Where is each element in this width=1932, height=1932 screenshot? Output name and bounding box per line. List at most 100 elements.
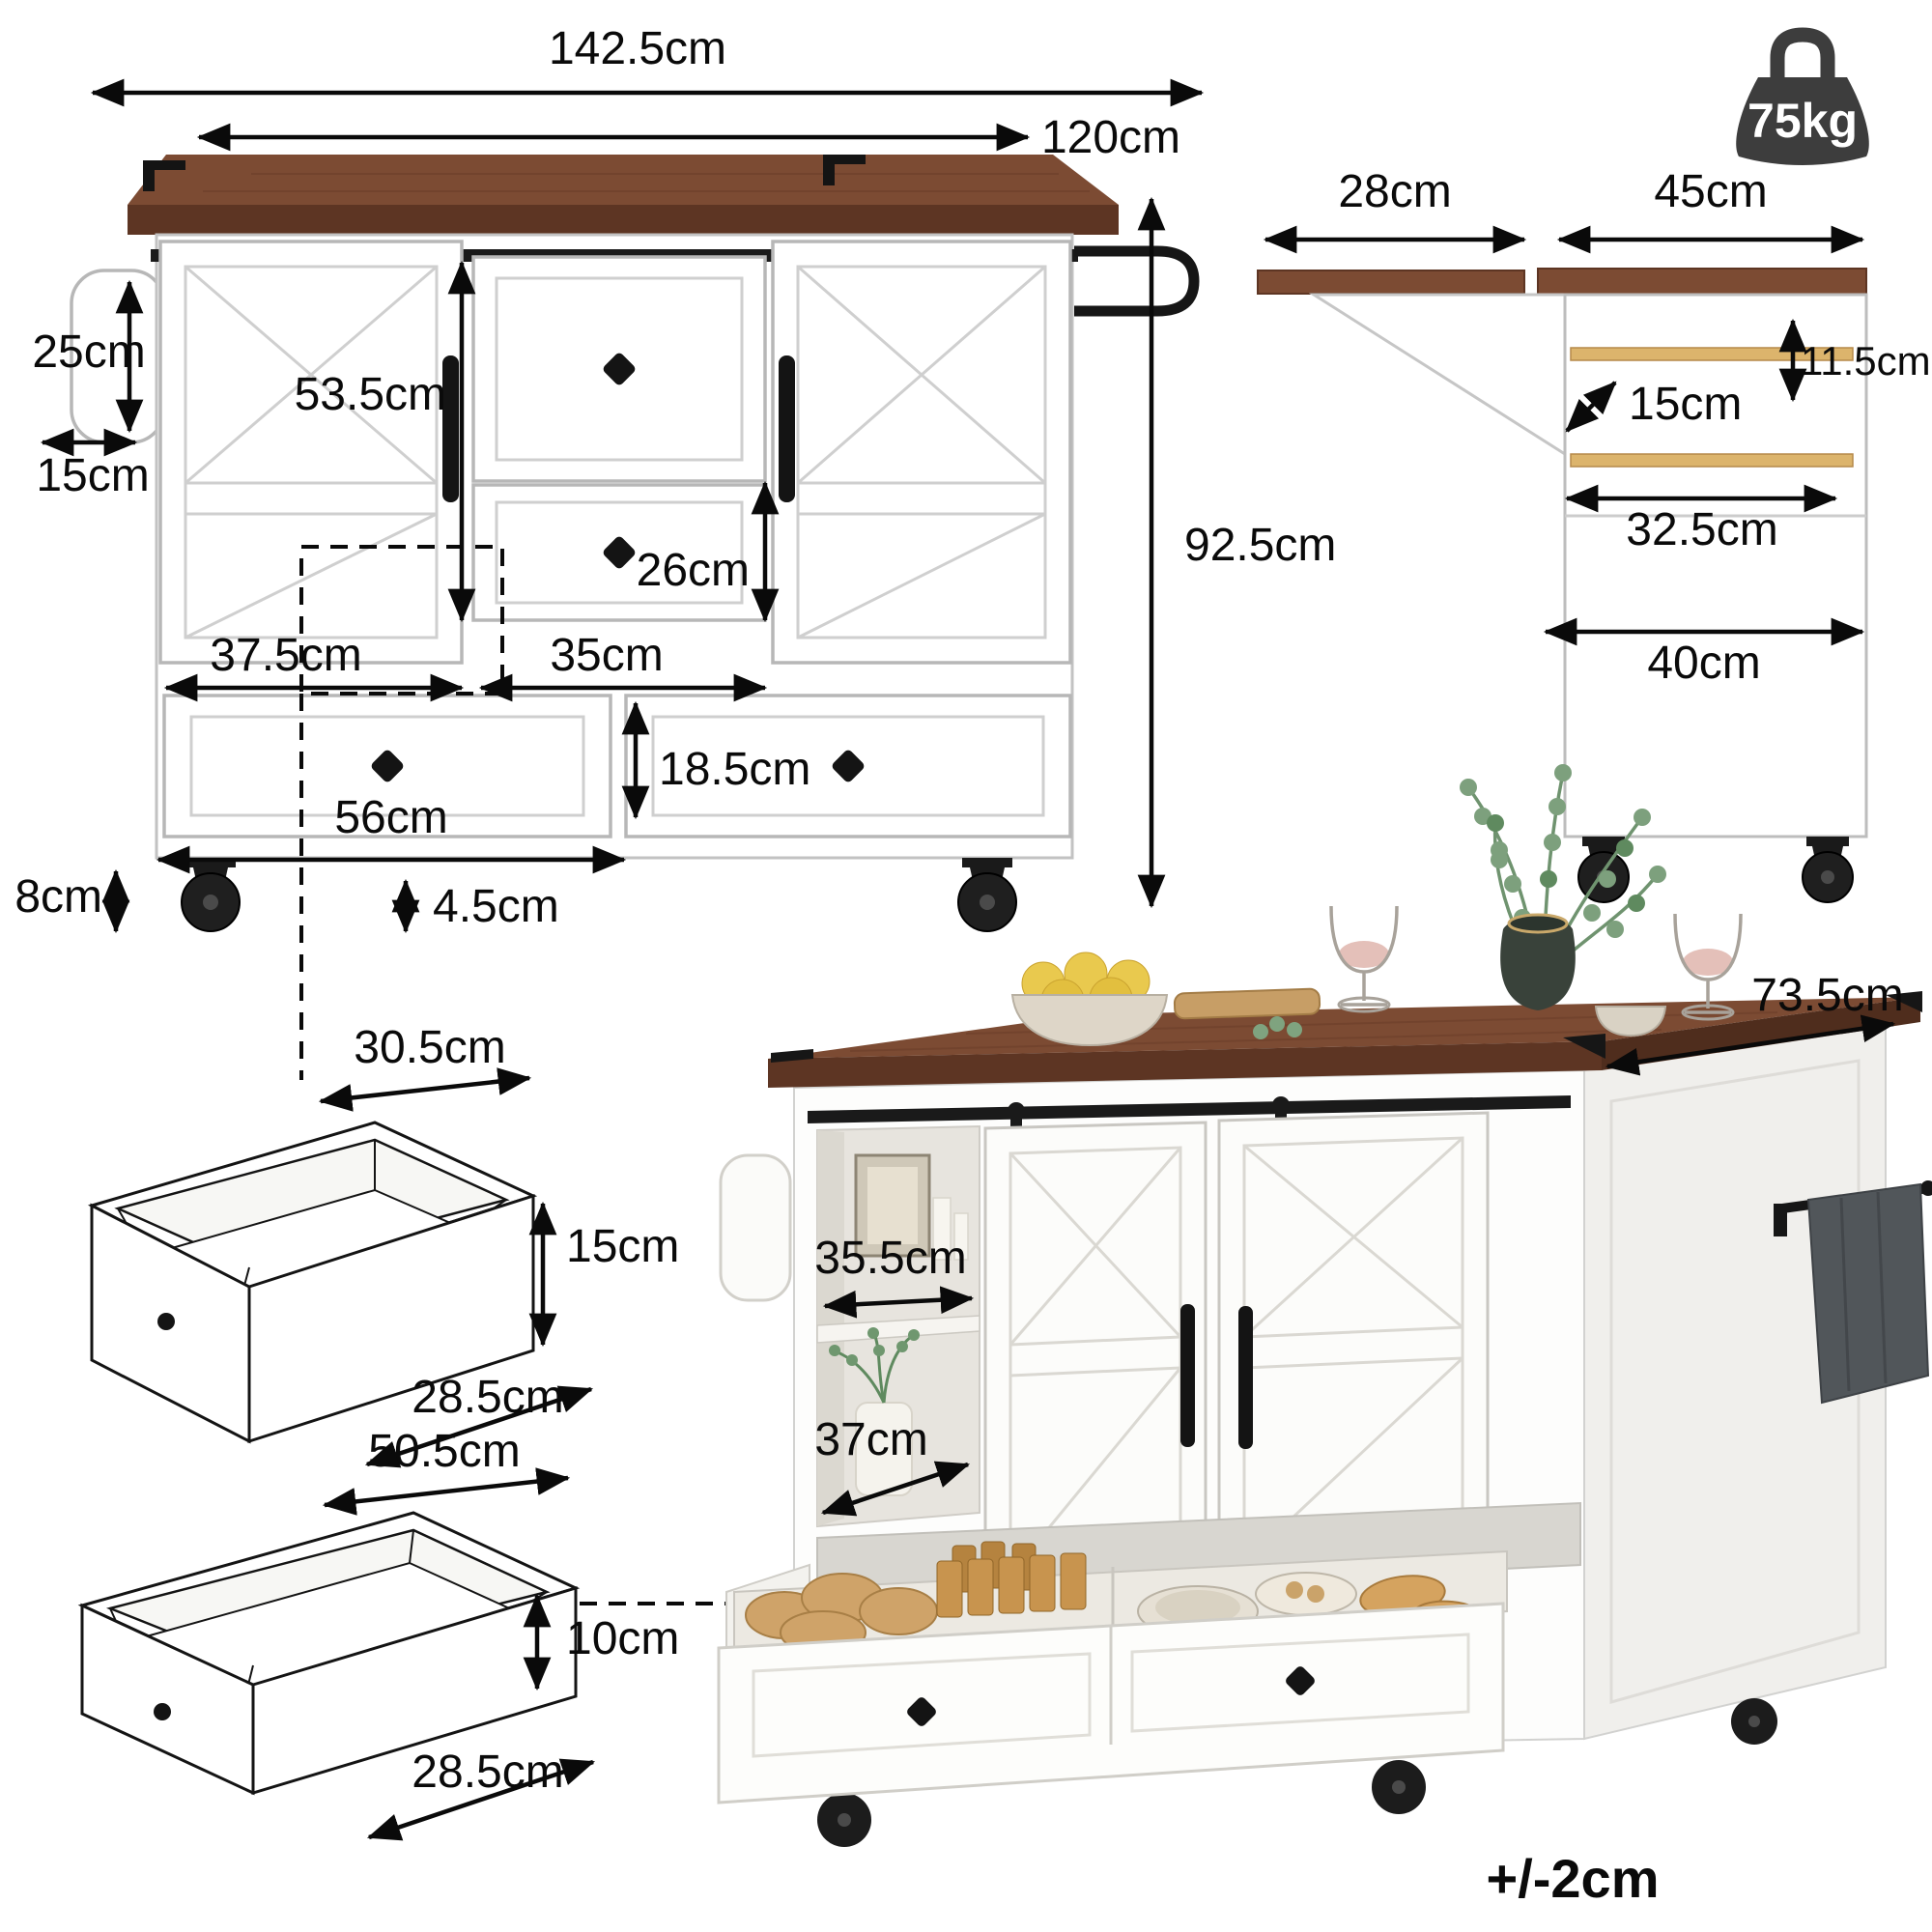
- cutting-board: [1173, 987, 1321, 1020]
- dim-rack-height: 11.5cm: [1801, 338, 1931, 384]
- open-drawer: [717, 1541, 1508, 1804]
- large-drawer-diagram: 50.5cm 10cm 28.5cm: [77, 1426, 679, 1841]
- bottom-drawer-right: [624, 694, 1072, 838]
- barn-door-left: [158, 240, 464, 665]
- drawer-side-face: [247, 1193, 535, 1444]
- weight-body: [1736, 77, 1869, 165]
- dim-holder-depth: 15cm: [36, 450, 149, 501]
- drawer-knob-hole: [157, 1313, 175, 1330]
- picture-art: [867, 1167, 918, 1244]
- drop-leaf: [1257, 270, 1525, 295]
- dim-sd-height: 15cm: [566, 1221, 679, 1272]
- countertop-grain: [203, 173, 1090, 192]
- countertop-front-edge: [128, 205, 1119, 235]
- small-drawer-diagram: 30.5cm 15cm 28.5cm: [87, 1022, 679, 1468]
- dim-door-height: 53.5cm: [295, 369, 446, 420]
- dim-shelf-depth: 32.5cm: [1626, 504, 1777, 555]
- island-caster-left: [817, 1793, 871, 1847]
- side-caster-right: [1802, 837, 1854, 903]
- weight-capacity-label: 75kg: [1747, 94, 1858, 148]
- corner-bracket-front: [1563, 1034, 1605, 1059]
- drawer-knob: [603, 353, 636, 385]
- towel-fold: [1839, 1197, 1851, 1392]
- callout-connectors: [299, 545, 744, 1605]
- countertop-front-edge: [768, 1041, 1602, 1088]
- dim-top-depth: 45cm: [1654, 166, 1767, 217]
- dim-line-rack-depth: [1565, 381, 1617, 433]
- middle-bottom-drawer: [471, 483, 767, 622]
- dim-overall-width: 142.5cm: [549, 23, 726, 74]
- weight-capacity-badge: 75kg: [1736, 27, 1869, 165]
- side-countertop: [1537, 268, 1867, 296]
- caster-right: [957, 858, 1017, 932]
- tolerance-note: +/-2cm: [1487, 1848, 1660, 1909]
- island-caster-right: [1731, 1698, 1777, 1745]
- dim-line-sd-width: [318, 1067, 532, 1112]
- drawer-knob: [1286, 1666, 1315, 1695]
- barn-door-right: [1217, 1111, 1490, 1592]
- wine-glass-left: [1329, 905, 1399, 1013]
- corner-bracket-left: [771, 1049, 813, 1063]
- fern-leaves: [829, 1327, 920, 1366]
- countertop-surface: [128, 155, 1119, 205]
- towel-fold: [1876, 1191, 1888, 1384]
- towel-bar-assembly: [1774, 1180, 1932, 1405]
- dim-bottom-drawer-width: 56cm: [334, 792, 447, 843]
- drawer-front-frame-right: [1130, 1633, 1470, 1733]
- front-view: 142.5cm 120cm 92.5cm 25cm 15cm 53.5cm 26…: [14, 23, 1336, 934]
- eucalyptus-leaves: [1460, 764, 1666, 938]
- towel-bar-cap: [1920, 1180, 1932, 1196]
- drawer-knob: [603, 536, 636, 569]
- island-photo-view: 73.5cm 35.5cm 37cm: [717, 764, 1932, 1847]
- corner-bracket-right: [823, 155, 866, 185]
- drawer-side-face: [251, 1585, 578, 1796]
- callout-rect: [299, 545, 504, 696]
- dim-sd-width: 30.5cm: [354, 1022, 505, 1073]
- towel-bar: [1074, 245, 1200, 317]
- dim-line-ld-width: [322, 1467, 571, 1516]
- dim-middle-width: 35cm: [550, 630, 663, 681]
- barn-door-rail: [808, 1095, 1571, 1123]
- dim-leaf-depth: 28cm: [1338, 166, 1451, 217]
- wine-glass-right: [1673, 913, 1743, 1021]
- dim-line-shelf-width: [822, 1286, 975, 1319]
- corner-bracket-back: [1886, 991, 1922, 1012]
- corner-bracket-left: [143, 160, 185, 191]
- dim-shelf-depth: 37cm: [814, 1414, 927, 1465]
- bottom-drawer-left: [162, 694, 612, 838]
- drawer-knob-hole: [154, 1703, 171, 1720]
- door-handle: [1238, 1306, 1253, 1449]
- island-caster-middle: [1372, 1760, 1426, 1814]
- dim-mid-drawer-height: 26cm: [637, 545, 750, 596]
- dim-ground-clearance: 4.5cm: [433, 881, 559, 932]
- drawer-knob: [832, 750, 865, 782]
- dim-rack-depth: 15cm: [1629, 379, 1742, 430]
- drawer-front-frame-left: [752, 1652, 1092, 1758]
- dim-line-ld-depth: [366, 1758, 596, 1841]
- dim-ld-height: 10cm: [566, 1613, 679, 1664]
- drawer-knob: [907, 1697, 936, 1726]
- dim-ld-width: 50.5cm: [368, 1426, 520, 1477]
- door-handle: [1180, 1304, 1195, 1447]
- dim-ld-depth: 28.5cm: [412, 1747, 563, 1798]
- middle-top-drawer: [471, 255, 767, 483]
- dim-door-width: 37.5cm: [210, 630, 361, 681]
- lemon-bowl: [1010, 952, 1169, 1047]
- dim-overall-height: 92.5cm: [1184, 520, 1336, 571]
- side-view: 28cm 45cm 11.5cm 15cm 32.5cm 40cm: [1257, 166, 1931, 903]
- caster-left: [181, 858, 241, 932]
- shelf-board: [816, 1315, 980, 1344]
- dim-line-shelf-depth: [820, 1461, 971, 1517]
- dim-countertop-width: 120cm: [1041, 112, 1180, 163]
- barn-door-right: [771, 240, 1072, 665]
- weight-handle: [1770, 27, 1835, 79]
- door-handle-right: [779, 355, 795, 502]
- towel: [1806, 1182, 1930, 1405]
- spice-rack-rod-bottom: [1570, 453, 1854, 468]
- dim-line-island-depth: [1605, 1014, 1896, 1076]
- open-shelf: [816, 1124, 980, 1528]
- dim-island-depth: 73.5cm: [1751, 970, 1903, 1021]
- dim-holder-height: 25cm: [32, 327, 145, 378]
- leaf-support-bracket: [1308, 293, 1567, 457]
